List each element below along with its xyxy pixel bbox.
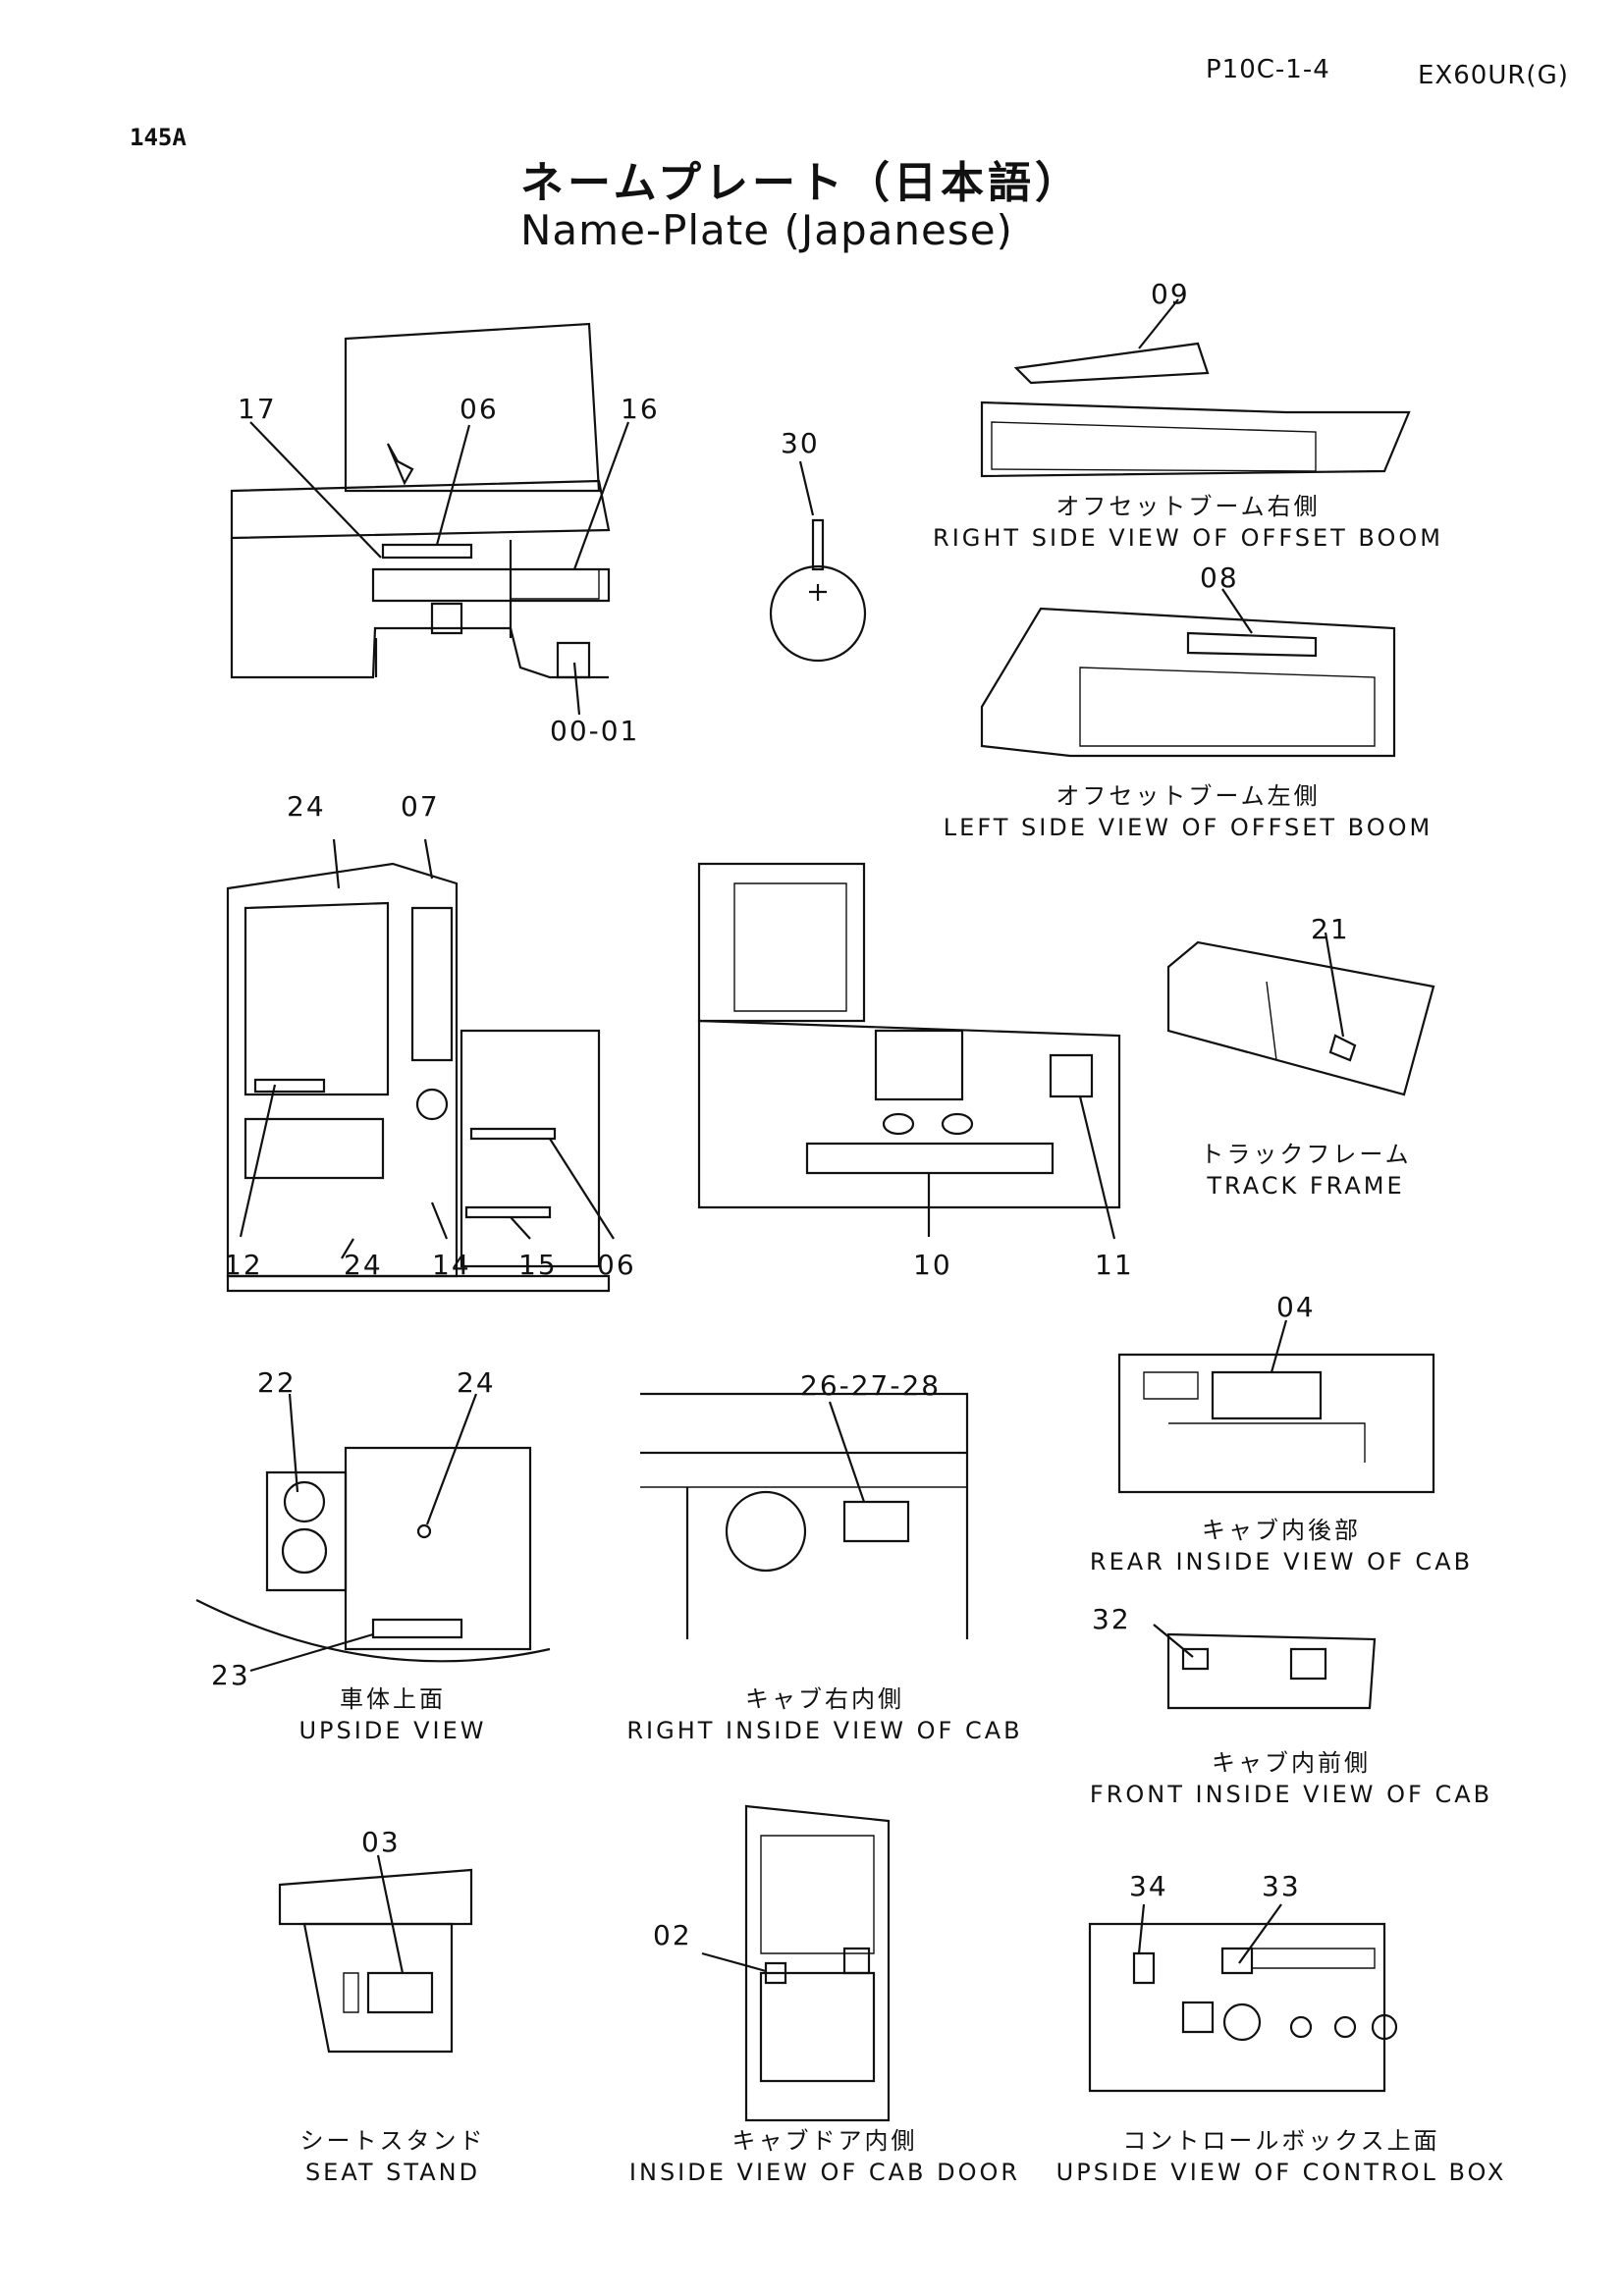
callout-08: 08 — [1200, 561, 1239, 594]
caption-right-cab: キャブ右内側 RIGHT INSIDE VIEW OF CAB — [609, 1683, 1041, 1746]
caption-left-boom-en: LEFT SIDE VIEW OF OFFSET BOOM — [943, 814, 1434, 841]
model-name: EX60UR(G) — [1418, 61, 1569, 90]
caption-left-boom-jp: オフセットブーム左側 — [1055, 782, 1321, 810]
caption-front-cab-en: FRONT INSIDE VIEW OF CAB — [1089, 1781, 1493, 1808]
callout-17: 17 — [238, 393, 277, 425]
figure-30 — [769, 460, 867, 663]
seat-stand-figure — [278, 1868, 473, 2054]
caption-seat-stand-jp: シートスタンド — [299, 2127, 486, 2155]
callout-30: 30 — [781, 427, 820, 459]
callout-26-27-28: 26-27-28 — [800, 1369, 942, 1402]
caption-right-cab-jp: キャブ右内側 — [745, 1685, 904, 1713]
upside-view-figure — [195, 1446, 551, 1663]
callout-10: 10 — [913, 1249, 952, 1281]
caption-control-box-en: UPSIDE VIEW OF CONTROL BOX — [1055, 2159, 1507, 2186]
caption-upside-en: UPSIDE VIEW — [298, 1717, 487, 1744]
callout-09: 09 — [1151, 278, 1190, 310]
callout-14: 14 — [432, 1249, 471, 1281]
caption-cab-door-en: INSIDE VIEW OF CAB DOOR — [628, 2159, 1021, 2186]
caption-upside-jp: 車体上面 — [340, 1685, 446, 1713]
control-box-figure — [1088, 1922, 1398, 2093]
rear-inside-cab-figure — [1117, 1353, 1435, 1494]
cab-front-figure — [697, 862, 1121, 1209]
cab-side-figure — [226, 862, 611, 1293]
callout-16: 16 — [621, 393, 660, 425]
track-frame-figure — [1166, 940, 1435, 1096]
upper-structure-figure — [230, 322, 611, 679]
callout-11: 11 — [1095, 1249, 1134, 1281]
caption-control-box-jp: コントロールボックス上面 — [1122, 2127, 1440, 2155]
caption-rear-cab-jp: キャブ内後部 — [1202, 1517, 1361, 1544]
caption-track-frame: トラックフレーム TRACK FRAME — [1159, 1139, 1453, 1201]
caption-track-frame-en: TRACK FRAME — [1207, 1172, 1405, 1200]
caption-right-boom-jp: オフセットブーム右側 — [1055, 493, 1321, 520]
callout-32: 32 — [1092, 1603, 1131, 1635]
caption-front-cab: キャブ内前側 FRONT INSIDE VIEW OF CAB — [1070, 1747, 1512, 1810]
front-inside-cab-figure — [1166, 1632, 1377, 1710]
right-boom-figure — [980, 298, 1411, 478]
callout-34: 34 — [1129, 1870, 1168, 1902]
caption-right-boom-en: RIGHT SIDE VIEW OF OFFSET BOOM — [933, 524, 1443, 552]
callout-22: 22 — [257, 1366, 297, 1399]
caption-seat-stand: シートスタンド SEAT STAND — [245, 2125, 540, 2188]
callout-02: 02 — [653, 1919, 692, 1951]
page-number: 145A — [130, 124, 187, 151]
callout-06-bottom: 06 — [597, 1249, 636, 1281]
caption-cab-door: キャブドア内側 INSIDE VIEW OF CAB DOOR — [609, 2125, 1041, 2188]
callout-23: 23 — [211, 1659, 250, 1691]
callout-04: 04 — [1276, 1291, 1316, 1323]
cab-door-figure — [744, 1804, 891, 2122]
title-english: Name-Plate (Japanese) — [520, 206, 1013, 254]
caption-upside: 車体上面 UPSIDE VIEW — [245, 1683, 540, 1746]
caption-control-box: コントロールボックス上面 UPSIDE VIEW OF CONTROL BOX — [1046, 2125, 1517, 2188]
caption-cab-door-jp: キャブドア内側 — [731, 2127, 918, 2155]
callout-03: 03 — [361, 1826, 401, 1858]
left-boom-figure — [980, 588, 1396, 758]
caption-track-frame-jp: トラックフレーム — [1200, 1141, 1412, 1168]
caption-right-cab-en: RIGHT INSIDE VIEW OF CAB — [626, 1717, 1023, 1744]
callout-24-top: 24 — [287, 790, 326, 823]
callout-24-bottom: 24 — [344, 1249, 383, 1281]
callout-21: 21 — [1311, 913, 1350, 945]
caption-left-boom: オフセットブーム左側 LEFT SIDE VIEW OF OFFSET BOOM — [933, 780, 1443, 843]
caption-right-boom: オフセットブーム右側 RIGHT SIDE VIEW OF OFFSET BOO… — [933, 491, 1443, 554]
caption-rear-cab: キャブ内後部 REAR INSIDE VIEW OF CAB — [1070, 1515, 1492, 1577]
callout-33: 33 — [1262, 1870, 1301, 1902]
callout-06-top: 06 — [460, 393, 499, 425]
callout-15: 15 — [518, 1249, 558, 1281]
caption-front-cab-jp: キャブ内前側 — [1212, 1749, 1371, 1777]
title-japanese: ネームプレート（日本語） — [520, 158, 1083, 208]
caption-seat-stand-en: SEAT STAND — [304, 2159, 481, 2186]
right-inside-cab-figure — [640, 1392, 969, 1639]
caption-rear-cab-en: REAR INSIDE VIEW OF CAB — [1089, 1548, 1474, 1575]
callout-24-upside: 24 — [457, 1366, 496, 1399]
callout-12: 12 — [224, 1249, 263, 1281]
callout-07: 07 — [401, 790, 440, 823]
drawing-code: P10C-1-4 — [1206, 55, 1330, 84]
callout-00-01: 00-01 — [550, 715, 640, 747]
